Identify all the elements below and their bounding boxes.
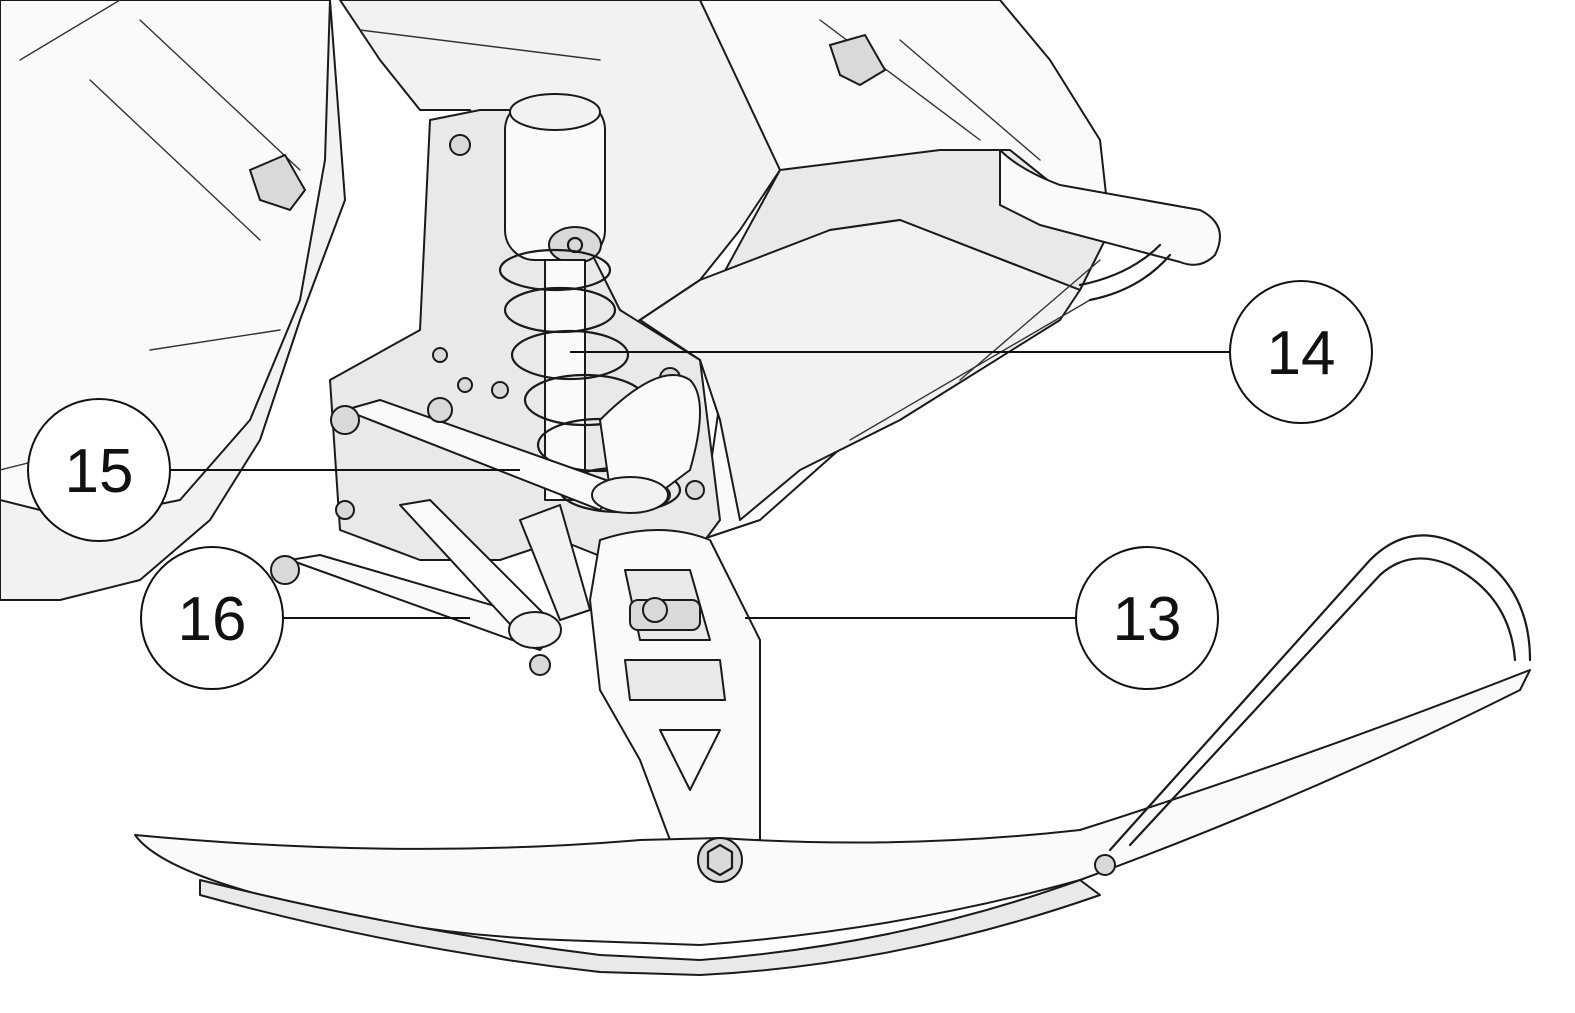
ski bbox=[134, 534, 1532, 976]
callout-label-15: 15 bbox=[65, 437, 134, 506]
spindle bbox=[589, 529, 761, 841]
callout-15: 15 bbox=[27, 398, 171, 542]
shock-absorber bbox=[498, 93, 682, 514]
callout-14: 14 bbox=[1229, 280, 1373, 424]
callout-label-13: 13 bbox=[1113, 585, 1182, 654]
upper-a-arm bbox=[330, 374, 701, 514]
leader-lines bbox=[170, 351, 1230, 619]
callout-label-14: 14 bbox=[1267, 319, 1336, 388]
lower-a-arm bbox=[270, 499, 591, 676]
callout-13: 13 bbox=[1075, 546, 1219, 690]
callout-16: 16 bbox=[140, 546, 284, 690]
callout-label-16: 16 bbox=[178, 585, 247, 654]
front-bumper bbox=[999, 149, 1221, 302]
